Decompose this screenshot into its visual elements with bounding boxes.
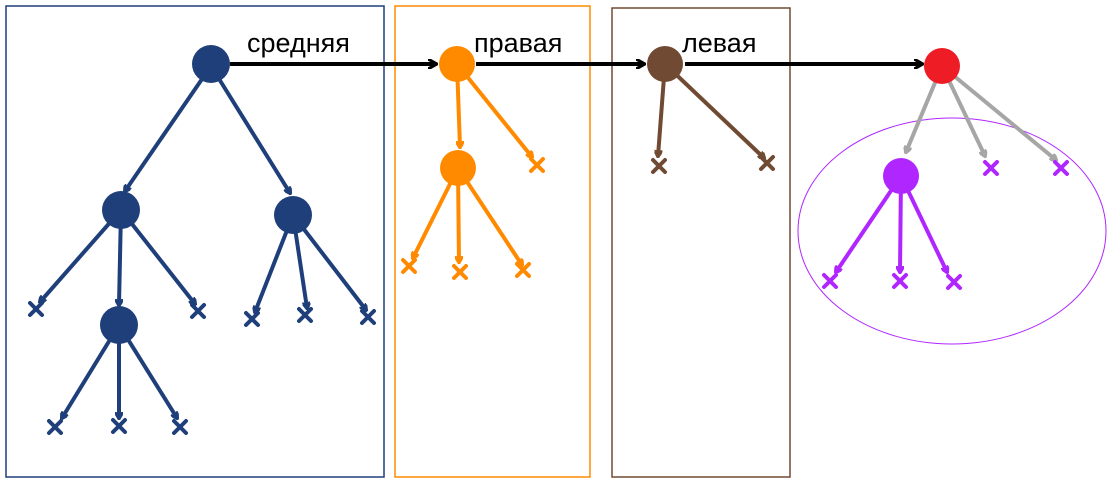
label-left: левая	[682, 28, 756, 58]
label-right: правая	[474, 28, 562, 58]
middle-tree	[40, 64, 366, 418]
middle-tree-leaves	[28, 301, 376, 435]
middle-section-frame	[5, 5, 385, 478]
left-section-frame	[611, 7, 791, 478]
label-middle: средняя	[247, 28, 350, 58]
right-tree	[413, 62, 532, 265]
result-tree-leaves	[822, 160, 1069, 290]
right-section-frame	[394, 5, 591, 478]
left-tree-leaves	[651, 155, 775, 174]
result-subtree-ellipse	[797, 117, 1107, 345]
middle-root-node	[192, 45, 230, 83]
result-red-root-node	[924, 48, 960, 84]
result-purple-node	[883, 158, 919, 194]
right-tree-nodes	[439, 46, 476, 186]
middle-tree-nodes	[100, 45, 312, 344]
right-root-node	[439, 46, 475, 82]
right-tree-leaves	[401, 157, 545, 280]
result-tree-gray	[906, 64, 1056, 160]
left-root-node	[647, 46, 683, 82]
